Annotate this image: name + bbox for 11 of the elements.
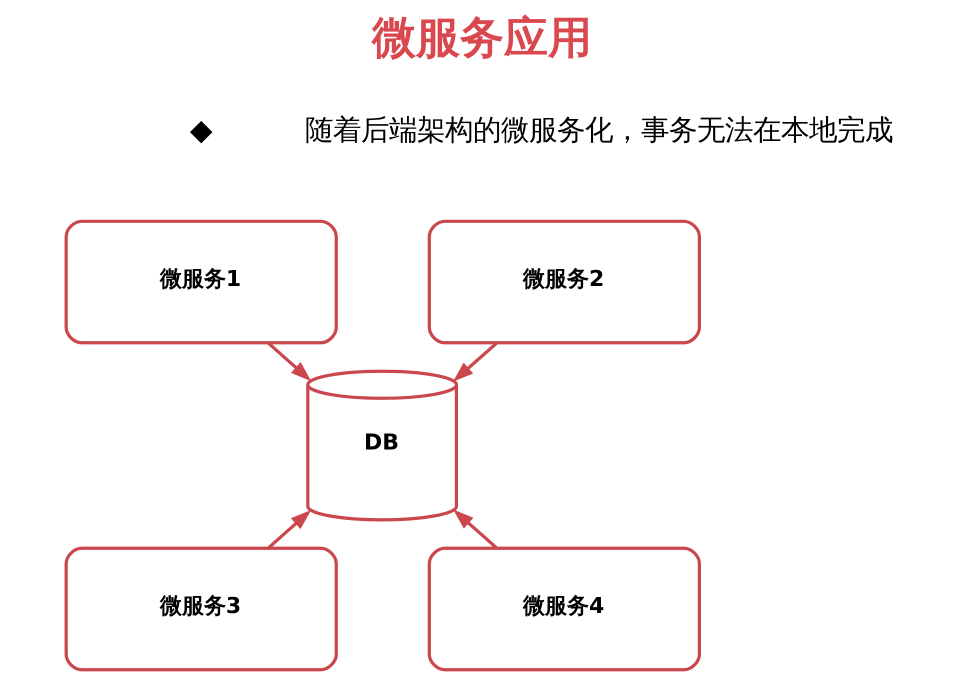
node-box: 微服务2: [428, 220, 702, 344]
label: 随着后端架构的微服务化，事务无法在本地完成: [305, 113, 894, 146]
arrow: [267, 342, 312, 382]
arrow: [452, 342, 498, 382]
node-box: 微服务3: [64, 546, 338, 672]
arrow: [267, 510, 312, 550]
diagram-title: 微服务应用: [372, 12, 592, 64]
node-diamond: [190, 120, 212, 144]
node-box: 微服务1: [64, 220, 338, 344]
arrow: [453, 510, 498, 550]
node-box: 微服务4: [428, 546, 702, 672]
